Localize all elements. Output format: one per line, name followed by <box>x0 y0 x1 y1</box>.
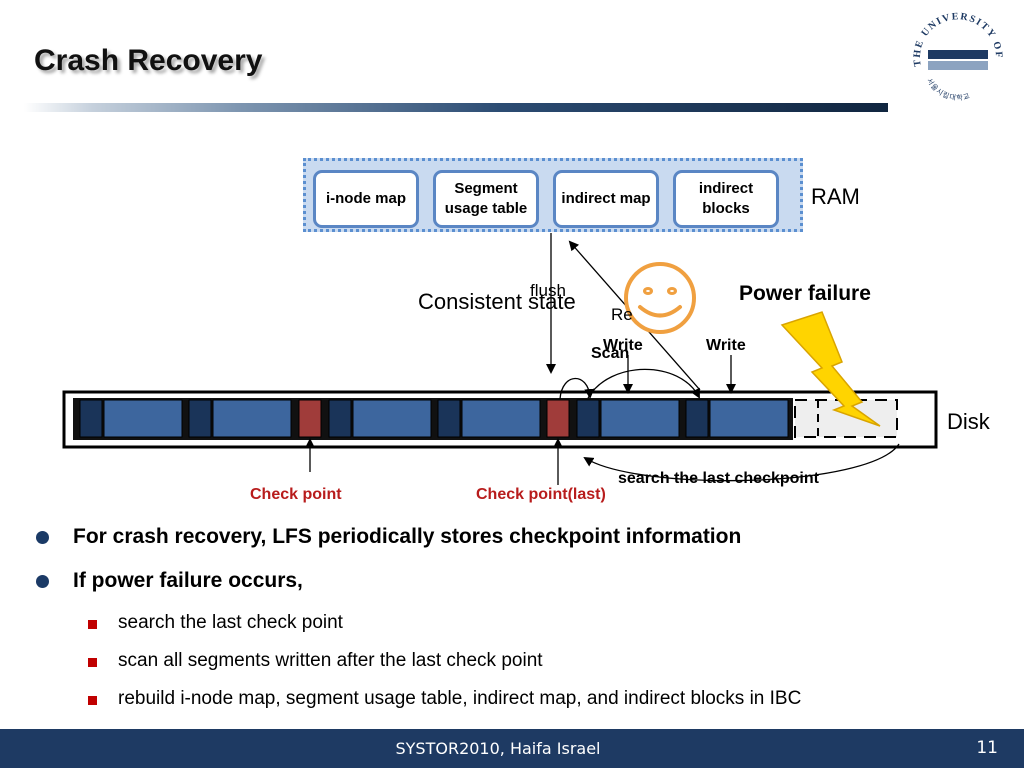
bullet-dot-icon <box>36 575 49 588</box>
bullet-square-icon <box>88 620 97 629</box>
disk-segment <box>328 399 432 438</box>
footer-text: SYSTOR2010, Haifa Israel <box>395 739 601 758</box>
checkpoint-label: Check point <box>250 486 342 503</box>
checkpoint-last-label: Check point(last) <box>476 486 606 503</box>
logo-stripe-dark <box>928 50 988 59</box>
disk-segment <box>437 399 541 438</box>
sub-bullet-text: rebuild i-node map, segment usage table,… <box>118 688 802 709</box>
power-failure-label: Power failure <box>739 282 871 305</box>
footer-bar: SYSTOR2010, Haifa Israel 11 <box>0 729 1024 768</box>
disk-checkpoint-block <box>298 399 322 438</box>
disk-checkpoint-last-block <box>546 399 570 438</box>
rebuild-label: Re <box>611 305 633 324</box>
flush-label: flush <box>530 281 566 300</box>
smiley-face-icon <box>624 262 696 334</box>
scan-label: Scan <box>591 345 630 362</box>
ram-item-indirect-blocks: indirect blocks <box>673 170 779 228</box>
search-arc <box>583 443 900 482</box>
bullet-square-icon <box>88 696 97 705</box>
ram-box: i-node map Segment usage table indirect … <box>303 158 803 232</box>
lightning-bolt-icon <box>780 311 881 427</box>
write-label-2: Write <box>706 337 746 354</box>
slide-title: Crash Recovery <box>34 44 263 77</box>
write-label-1: Write <box>603 337 643 354</box>
disk-segment <box>576 399 680 438</box>
ram-label: RAM <box>811 184 860 209</box>
title-underline-bar <box>24 103 888 112</box>
sub-bullet-text: scan all segments written after the last… <box>118 650 543 671</box>
scan-arc-1 <box>559 378 595 400</box>
disk-segment <box>79 399 183 438</box>
university-seal-logo: THE UNIVERSITY OF SEOUL 서울시립대학교 <box>903 8 1003 102</box>
logo-stripe-light <box>928 61 988 70</box>
disk-segment <box>188 399 292 438</box>
consistent-state-label: Consistent state <box>418 289 576 314</box>
disk-segment <box>685 399 789 438</box>
ram-item-segment-usage-table: Segment usage table <box>433 170 539 228</box>
search-last-checkpoint-label: search the last checkpoint <box>618 470 819 487</box>
scan-arc-2 <box>587 368 700 399</box>
bullet-text: If power failure occurs, <box>73 569 303 592</box>
page-number: 11 <box>976 738 998 758</box>
disk-label: Disk <box>947 409 990 434</box>
ram-item-inode-map: i-node map <box>313 170 419 228</box>
bullet-dot-icon <box>36 531 49 544</box>
bullet-square-icon <box>88 658 97 667</box>
ram-item-indirect-map: indirect map <box>553 170 659 228</box>
sub-bullet-text: search the last check point <box>118 612 343 633</box>
bullet-text: For crash recovery, LFS periodically sto… <box>73 525 742 548</box>
